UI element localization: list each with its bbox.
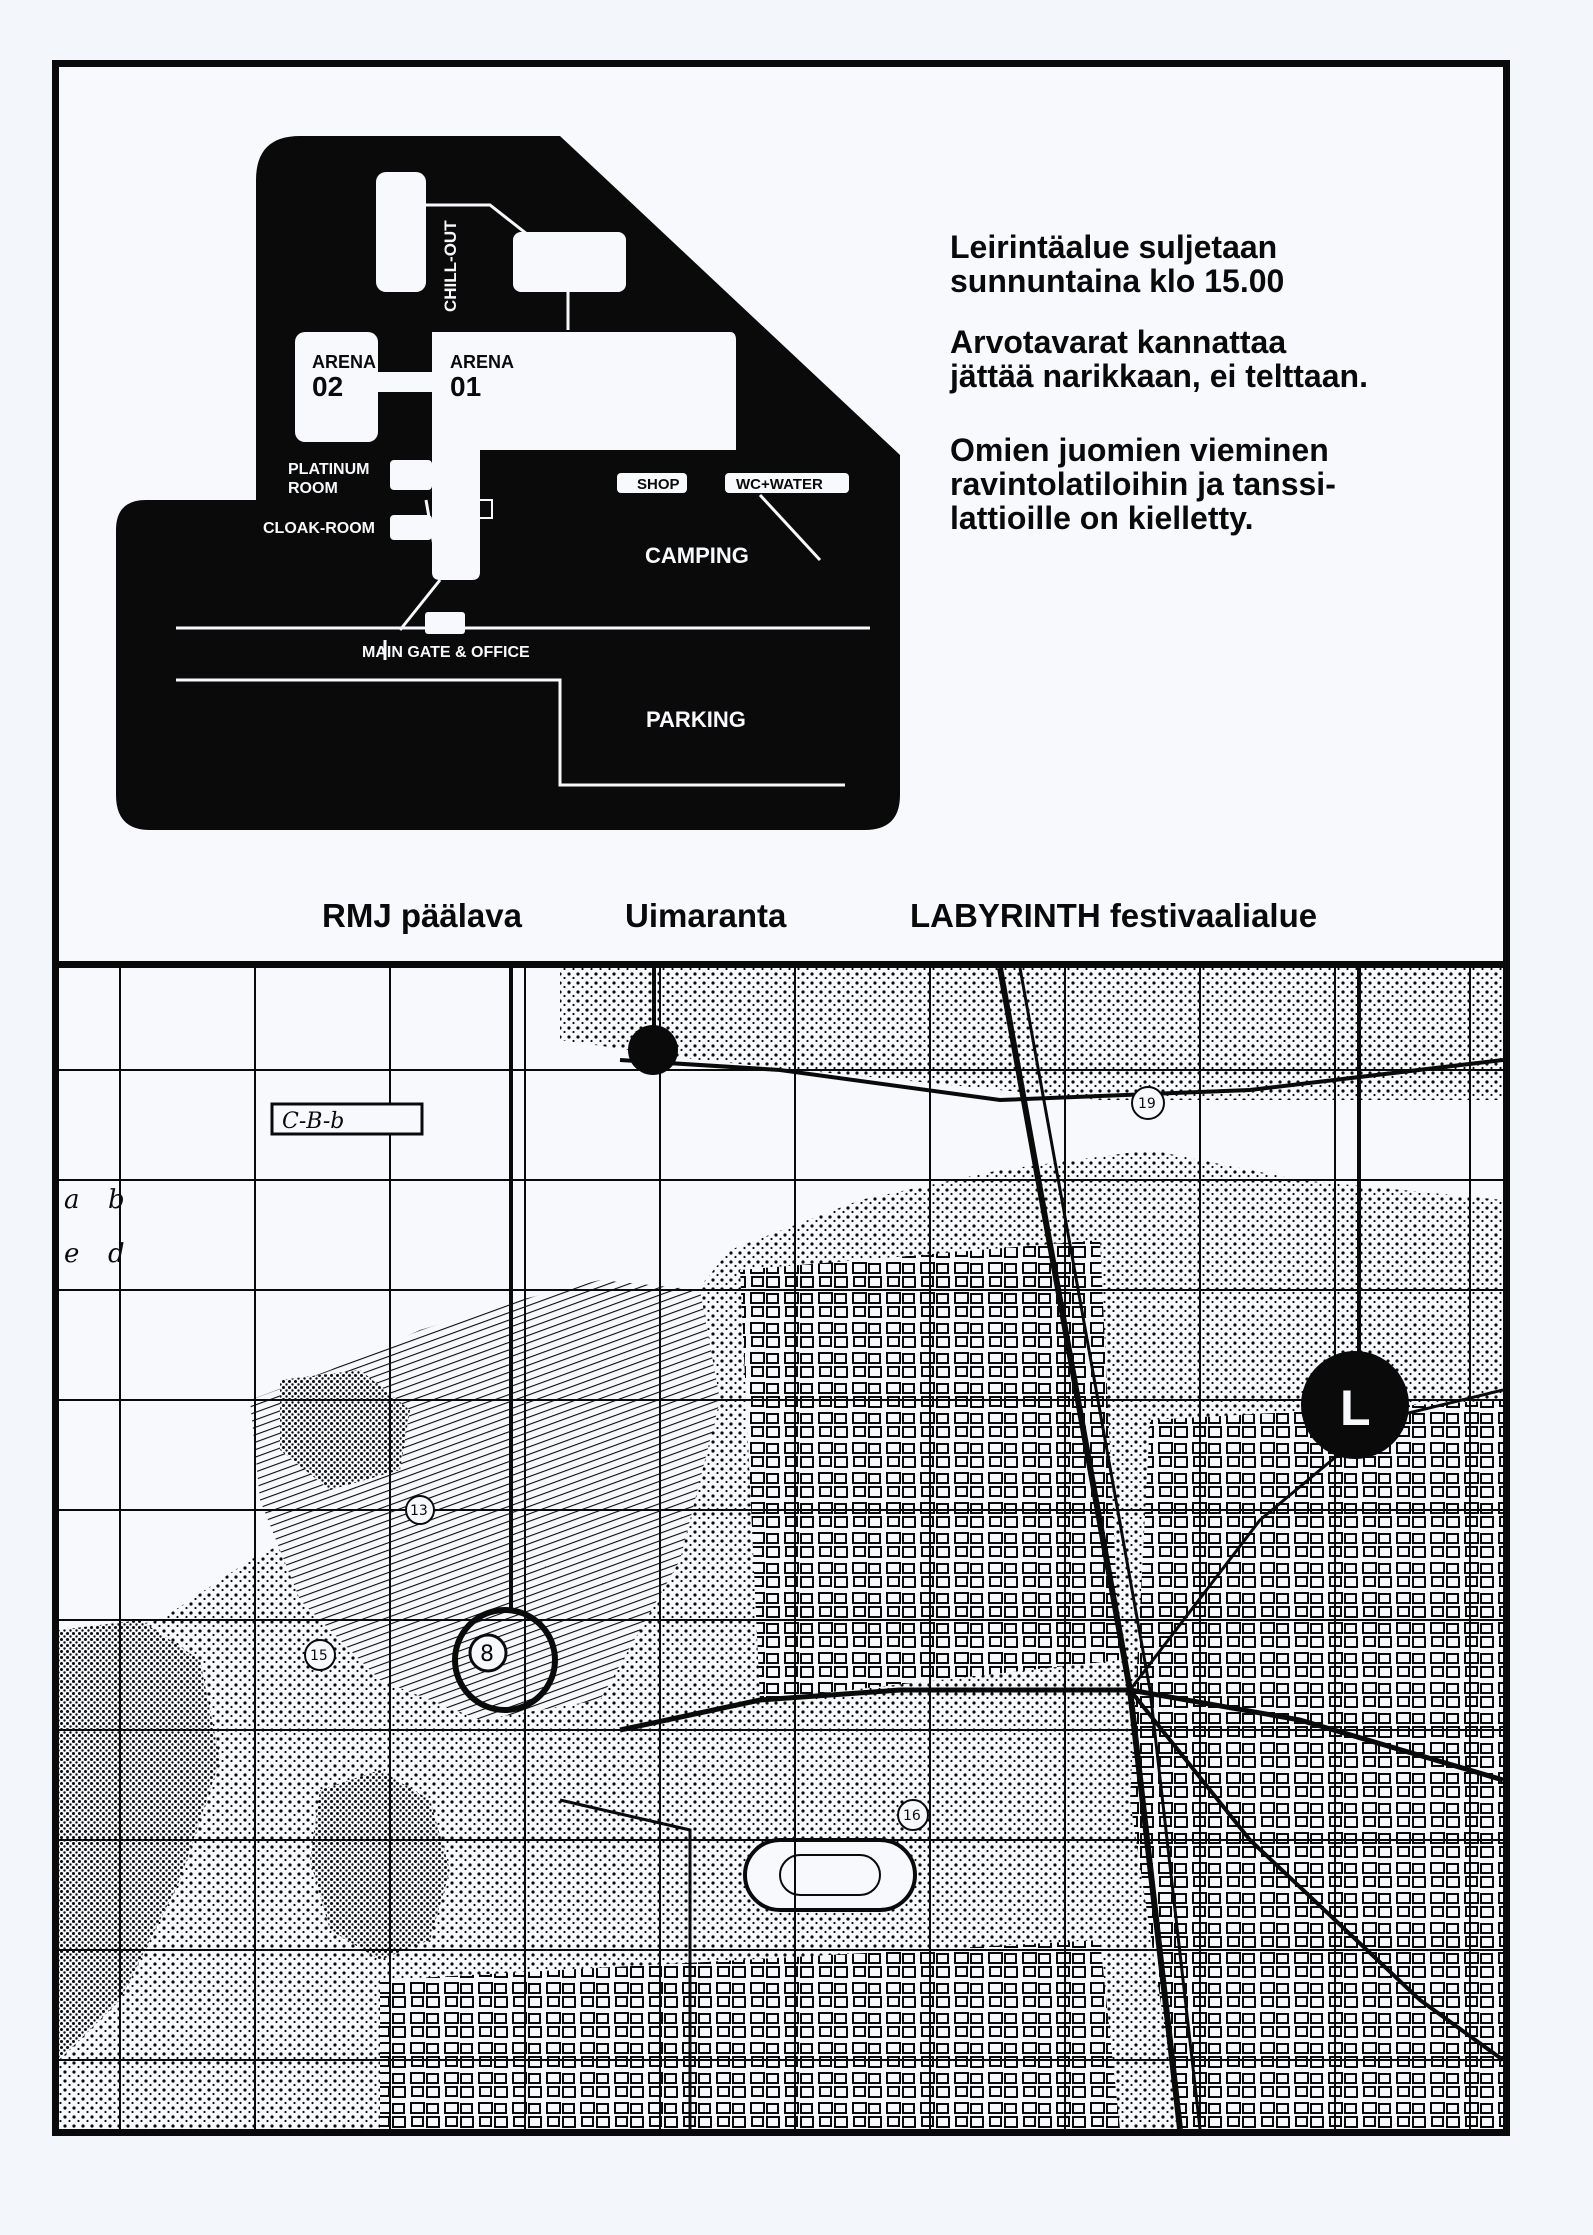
shop-label: SHOP: [637, 476, 680, 493]
main-gate-label: MAIN GATE & OFFICE: [362, 644, 530, 661]
festival-area-marker: [1301, 1351, 1409, 1459]
festival-area-label: LABYRINTH festivaalialue: [910, 897, 1318, 934]
note-line: Leirintäalue suljetaan: [950, 229, 1278, 265]
map-number: 13: [410, 1503, 428, 1519]
festival-area-marker-letter: L: [1340, 1380, 1371, 1436]
roads: [559, 968, 1503, 2129]
arena-02-building: [295, 332, 378, 442]
festival-site-plan: CHILL-OUT ARENA 02 ARENA 01 PLATINUM ROO…: [116, 136, 900, 830]
corner-letter: d: [108, 1239, 125, 1269]
arena-01-label-2: 01: [450, 371, 481, 402]
peninsula: [310, 1770, 450, 1960]
arena-01-label-1: ARENA: [450, 352, 514, 372]
note-line: jättää narikkaan, ei telttaan.: [950, 358, 1368, 394]
drinks-note: Omien juomien vieminen ravintolatiloihin…: [950, 433, 1336, 535]
note-line: Omien juomien vieminen: [950, 432, 1329, 468]
lounge-building: [513, 232, 626, 292]
small-box: [477, 499, 493, 519]
city-map: C-B-b a b e d 19 13 15 16 8 L: [59, 968, 1503, 2129]
connector: [375, 372, 435, 392]
arena-02-label-2: 02: [312, 371, 343, 402]
shop-sign-box: [617, 473, 687, 493]
corner-letter: a: [64, 1185, 80, 1215]
urban-blocks-east: [1130, 1400, 1503, 2129]
main-stage-label: RMJ päälava: [322, 897, 522, 934]
platinum-room-label-2: ROOM: [288, 480, 338, 497]
main-stage-marker: [452, 1607, 558, 1713]
note-line: lattioille on kielletty.: [950, 500, 1254, 536]
valuables-note: Arvotavarat kannattaa jättää narikkaan, …: [950, 325, 1368, 393]
urban-blocks-south: [380, 1940, 1120, 2129]
chill-out-label: CHILL-OUT: [441, 220, 460, 312]
map-number: 15: [310, 1648, 328, 1664]
map-number: 16: [903, 1808, 921, 1824]
stadium-field: [779, 1854, 881, 1896]
note-line: sunnuntaina klo 15.00: [950, 263, 1285, 299]
cloak-room-building: [390, 515, 432, 540]
platinum-room-building: [390, 460, 432, 490]
wc-water-label: WC+WATER: [736, 476, 823, 493]
camping-label: CAMPING: [645, 543, 749, 568]
arena-02-label-1: ARENA: [312, 352, 376, 372]
grid-note-box: [270, 1102, 424, 1136]
grid-note-text: C-B-b: [282, 1109, 344, 1134]
callout-lines: [509, 968, 1361, 1612]
wc-sign-box: [725, 473, 849, 493]
map-grid: [59, 968, 1503, 2129]
site-area-shape: [116, 136, 900, 830]
stage-number-ring: [468, 1633, 508, 1673]
beach-marker: [628, 1025, 678, 1075]
chill-out-building: [376, 172, 426, 292]
camping-closing-note: Leirintäalue suljetaan sunnuntaina klo 1…: [950, 230, 1284, 298]
beach-label: Uimaranta: [625, 897, 787, 934]
section-divider: [52, 961, 1510, 968]
map-number: 19: [1138, 1096, 1156, 1112]
corner-letter: b: [108, 1185, 125, 1215]
platinum-room-label-1: PLATINUM: [288, 461, 369, 478]
map-numbers: 19 13 15 16: [304, 1086, 1165, 1831]
corner-letter: e: [64, 1239, 79, 1269]
gate-office-building: [425, 612, 465, 634]
note-line: ravintolatiloihin ja tanssi-: [950, 466, 1336, 502]
arena-01-building: [432, 332, 736, 580]
stage-number: 8: [480, 1642, 494, 1667]
cloak-room-label: CLOAK-ROOM: [263, 520, 375, 537]
parking-label: PARKING: [646, 707, 746, 732]
note-line: Arvotavarat kannattaa: [950, 324, 1287, 360]
plan-paths: [176, 203, 870, 787]
stadium: [743, 1838, 917, 1912]
